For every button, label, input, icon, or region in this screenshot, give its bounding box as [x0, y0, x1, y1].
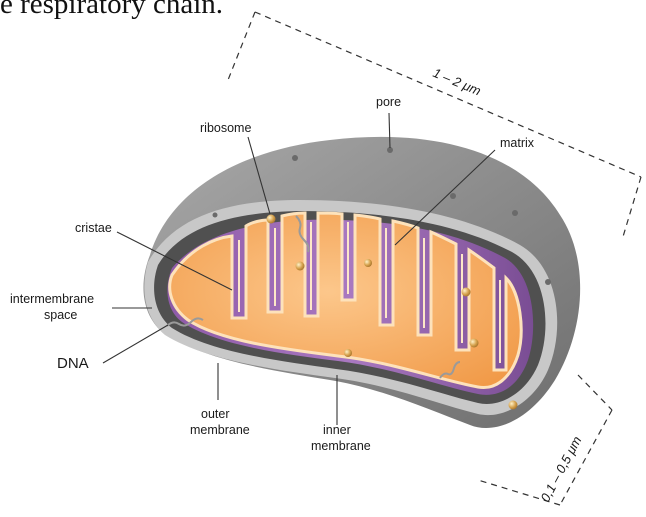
label-intermembrane-1: intermembrane — [10, 292, 94, 306]
label-intermembrane-2: space — [44, 308, 77, 322]
label-inner-1: inner — [323, 423, 351, 437]
label-outer-2: membrane — [190, 423, 250, 437]
dimension-length: 1 – 2 μm — [431, 65, 483, 99]
label-outer-1: outer — [201, 407, 230, 421]
label-pore: pore — [376, 95, 401, 109]
label-dna: DNA — [57, 355, 89, 372]
label-inner-2: membrane — [311, 439, 371, 453]
dimension-width: 0,1 – 0,5 μm — [537, 434, 584, 505]
label-ribosome: ribosome — [200, 121, 251, 135]
label-cristae: cristae — [75, 221, 112, 235]
label-matrix: matrix — [500, 136, 535, 150]
